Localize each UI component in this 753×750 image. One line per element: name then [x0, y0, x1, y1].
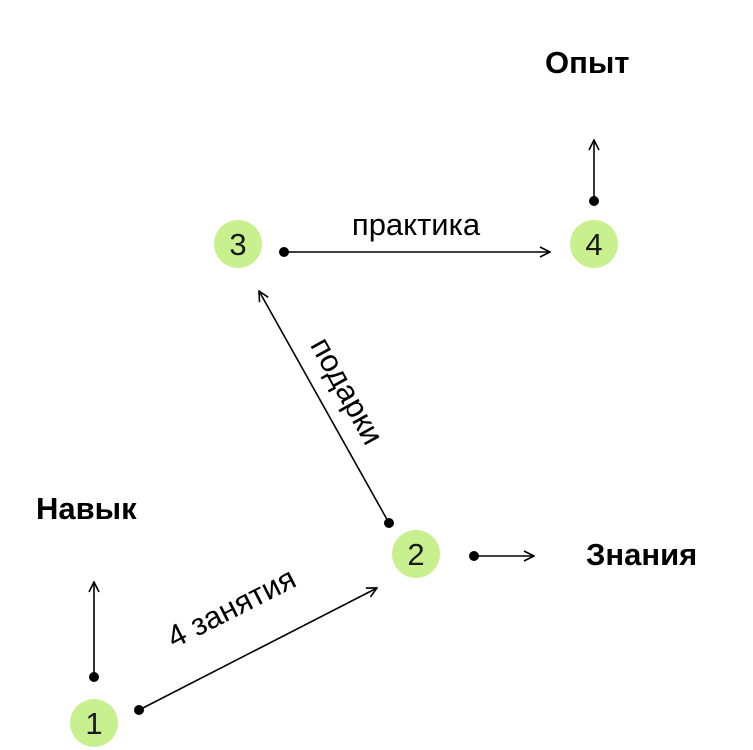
edge-label-practice: практика	[352, 207, 481, 242]
arrow-node1-to-node2	[138, 588, 377, 711]
node-3-number: 3	[229, 227, 246, 262]
node-2-number: 2	[407, 537, 424, 572]
arrow-node2-start-dot	[469, 551, 479, 561]
arrow-node2-to-node3	[259, 291, 390, 524]
node-4-number: 4	[585, 227, 602, 262]
arrow-node3-to-node4-start-dot	[279, 247, 289, 257]
heading-experience: Опыт	[545, 45, 630, 80]
arrow-node1-to-node2-start-dot	[134, 705, 144, 715]
node-4-circle	[570, 220, 618, 268]
edge-label-gifts: подарки	[304, 331, 391, 450]
edge-label-lessons: 4 занятия	[161, 560, 301, 655]
node-1-circle	[70, 699, 118, 747]
node-3-circle	[214, 220, 262, 268]
arrow-node1-start-dot	[89, 672, 99, 682]
arrow-node2-to-node3-start-dot	[384, 518, 394, 528]
node-1-number: 1	[85, 706, 102, 741]
node-2-circle	[392, 530, 440, 578]
arrow-node4-start-dot	[589, 196, 599, 206]
heading-skill: Навык	[36, 491, 137, 526]
heading-knowledge: Знания	[586, 537, 697, 572]
